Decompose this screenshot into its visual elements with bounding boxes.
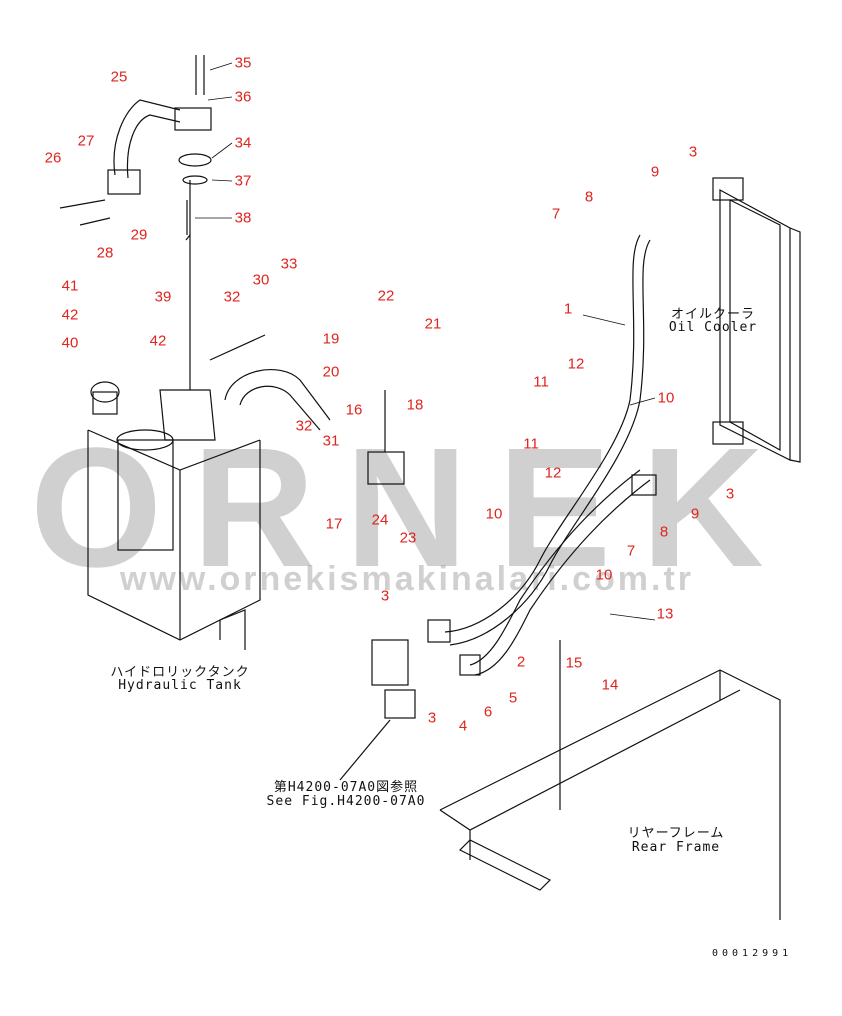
callout-14[interactable]: 14	[601, 676, 619, 694]
tank-label-jp: ハイドロリックタンク	[110, 665, 250, 680]
watermark-brand: ORNEK	[30, 413, 794, 603]
callout-3[interactable]: 3	[688, 143, 698, 161]
callout-4[interactable]: 4	[458, 717, 468, 735]
callout-30[interactable]: 30	[252, 271, 270, 289]
callout-10[interactable]: 10	[595, 566, 613, 584]
callout-32[interactable]: 32	[223, 288, 241, 306]
callout-37[interactable]: 37	[234, 172, 252, 190]
callout-9[interactable]: 9	[650, 163, 660, 181]
pipe-25	[59, 55, 212, 241]
callout-36[interactable]: 36	[234, 88, 252, 106]
leader-lines	[195, 62, 656, 621]
callout-17[interactable]: 17	[325, 515, 343, 533]
callout-41[interactable]: 41	[61, 277, 79, 295]
callout-11[interactable]: 11	[523, 435, 539, 453]
callout-20[interactable]: 20	[322, 363, 340, 381]
watermark-url: www.ornekismakinalari.com.tr	[120, 560, 695, 598]
callout-11[interactable]: 11	[533, 373, 549, 391]
callout-10[interactable]: 10	[485, 505, 503, 523]
callout-27[interactable]: 27	[77, 132, 95, 150]
callout-42[interactable]: 42	[61, 306, 79, 324]
callout-18[interactable]: 18	[406, 396, 424, 414]
callout-7[interactable]: 7	[551, 205, 561, 223]
callout-3[interactable]: 3	[427, 709, 437, 727]
frame-label-en: Rear Frame	[631, 840, 721, 855]
callout-6[interactable]: 6	[483, 703, 493, 721]
callout-10[interactable]: 10	[657, 389, 675, 407]
callout-38[interactable]: 38	[234, 209, 252, 227]
callout-22[interactable]: 22	[377, 287, 395, 305]
callout-2[interactable]: 2	[516, 653, 526, 671]
callout-5[interactable]: 5	[508, 689, 518, 707]
callout-42[interactable]: 42	[149, 332, 167, 350]
hydraulic-tank	[87, 180, 331, 650]
hoses	[427, 234, 657, 676]
oil-cooler	[712, 177, 801, 463]
callout-21[interactable]: 21	[424, 315, 442, 333]
callout-32[interactable]: 32	[295, 417, 313, 435]
callout-13[interactable]: 13	[656, 605, 674, 623]
callout-23[interactable]: 23	[399, 529, 417, 547]
callout-8[interactable]: 8	[584, 188, 594, 206]
callout-29[interactable]: 29	[130, 226, 148, 244]
callout-8[interactable]: 8	[659, 523, 669, 541]
callout-25[interactable]: 25	[110, 68, 128, 86]
callout-3[interactable]: 3	[380, 587, 390, 605]
callout-9[interactable]: 9	[690, 505, 700, 523]
callout-12[interactable]: 12	[567, 355, 585, 373]
callout-39[interactable]: 39	[154, 288, 172, 306]
callout-26[interactable]: 26	[44, 149, 62, 167]
reference-label-en: See Fig.H4200-07A0	[266, 794, 426, 809]
cooler-label-jp: オイルクーラ	[670, 307, 756, 322]
callout-19[interactable]: 19	[322, 330, 340, 348]
callout-12[interactable]: 12	[544, 464, 562, 482]
callout-33[interactable]: 33	[280, 255, 298, 273]
callout-3[interactable]: 3	[725, 485, 735, 503]
callout-31[interactable]: 31	[322, 432, 340, 450]
callout-7[interactable]: 7	[626, 542, 636, 560]
drawing-code: 00012991	[712, 948, 793, 959]
rear-frame	[439, 640, 781, 920]
tank-label-en: Hydraulic Tank	[118, 678, 242, 693]
frame-label-jp: リヤーフレーム	[627, 826, 725, 841]
callout-1[interactable]: 1	[563, 300, 573, 318]
callout-34[interactable]: 34	[234, 134, 252, 152]
callout-35[interactable]: 35	[234, 54, 252, 72]
callout-16[interactable]: 16	[345, 401, 363, 419]
valve-block	[339, 390, 416, 781]
callout-15[interactable]: 15	[565, 654, 583, 672]
callout-40[interactable]: 40	[61, 334, 79, 352]
callout-24[interactable]: 24	[371, 511, 389, 529]
cooler-label-en: Oil Cooler	[668, 320, 758, 335]
callout-28[interactable]: 28	[96, 244, 114, 262]
reference-label-jp: 第H4200-07A0図参照	[273, 780, 419, 795]
